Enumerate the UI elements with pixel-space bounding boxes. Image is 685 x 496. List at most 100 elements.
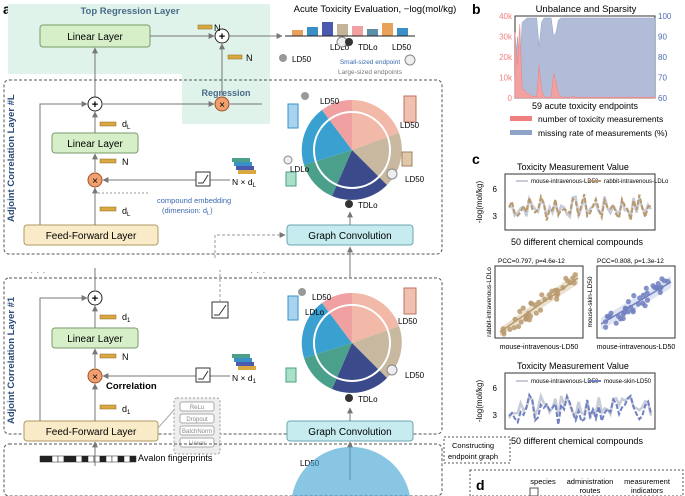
fingerprint-bit bbox=[51, 455, 59, 463]
tick-3: 3 bbox=[493, 212, 498, 221]
scatter-point bbox=[613, 320, 619, 326]
correlation-label: Correlation bbox=[106, 381, 157, 392]
residual-arrow-1 bbox=[39, 295, 88, 421]
eval-bars bbox=[292, 22, 408, 36]
ffl-part-box bbox=[179, 401, 215, 412]
mouse-icon bbox=[279, 54, 287, 62]
scatter-point bbox=[653, 285, 659, 291]
eval-bar bbox=[292, 30, 303, 36]
panel-d-frame bbox=[469, 469, 684, 496]
scatter-point bbox=[518, 319, 524, 325]
fingerprint-bit bbox=[81, 455, 89, 463]
n-label-top: N bbox=[214, 23, 221, 33]
eval-title: Acute Toxicity Evaluation, −log(mol/kg) bbox=[294, 4, 457, 15]
layer-1-linear-label: Linear Layer bbox=[67, 334, 123, 345]
bottom-legend-2: mouse-skin-LD50 bbox=[604, 379, 652, 385]
fingerprint-bit bbox=[63, 455, 71, 463]
tick-3: 3 bbox=[493, 411, 498, 420]
right-tick: 90 bbox=[658, 33, 667, 42]
scatter-point bbox=[603, 324, 609, 330]
left-tick: 30k bbox=[499, 33, 513, 42]
wheel-inner-ring bbox=[313, 111, 391, 189]
layer-L-frame bbox=[3, 79, 443, 255]
layer-1-correlation-node bbox=[87, 368, 103, 384]
panel-b-xlabel: 59 acute toxicity endpoints bbox=[532, 101, 639, 111]
d1-label-1: d1 bbox=[122, 312, 131, 324]
series-mouse-skin-ld50 bbox=[508, 392, 652, 425]
tick-6: 6 bbox=[493, 185, 498, 194]
scatter-point bbox=[659, 276, 665, 282]
right-scatter-xlabel: mouse-intravenous-LD50 bbox=[597, 344, 676, 351]
left-scatter-ylabel: rabbit-intravenous-LDLo bbox=[486, 267, 493, 337]
scatter-point bbox=[658, 284, 664, 290]
ld50-label-eval-2: LD50 bbox=[392, 43, 412, 52]
right-scatter-ylabel: mouse-skin-LD50 bbox=[587, 276, 594, 327]
ffl-part-box bbox=[179, 437, 215, 448]
right-tick: 80 bbox=[658, 53, 667, 62]
scatter-point bbox=[515, 323, 522, 330]
ffl-part-box bbox=[179, 413, 215, 424]
endpoint-cylinder bbox=[285, 367, 297, 383]
scatter-point bbox=[542, 296, 548, 302]
panel-c-top-title: Toxicity Measurement Value bbox=[517, 162, 629, 172]
stack-bar bbox=[232, 158, 250, 162]
endpoint-cylinder bbox=[287, 295, 299, 321]
fingerprint-bit bbox=[75, 455, 83, 463]
endpoint-cylinder bbox=[403, 95, 417, 123]
activation-icon bbox=[195, 367, 211, 383]
activation-curve bbox=[198, 370, 209, 380]
fingerprint-bit bbox=[39, 455, 47, 463]
routes-label-2: routes bbox=[580, 486, 601, 495]
tick-6: 6 bbox=[493, 384, 498, 393]
fingerprint-bit bbox=[87, 455, 95, 463]
ld50-label-eval-1: LD50 bbox=[292, 55, 312, 64]
scatter-point bbox=[511, 325, 517, 331]
NxdL-label-L: N × dL bbox=[232, 177, 257, 189]
scatter-point bbox=[603, 319, 609, 325]
indicators-label-1: measurement bbox=[624, 477, 671, 486]
mouse-icon bbox=[298, 288, 306, 296]
stack-bar bbox=[236, 166, 254, 170]
right-tick: 100 bbox=[658, 12, 672, 21]
ld50-label: LD50 bbox=[405, 175, 425, 184]
Nxd1-label: N × d1 bbox=[232, 373, 257, 385]
input-frame bbox=[3, 443, 443, 496]
constructing-box bbox=[443, 436, 511, 464]
tdlo-label-eval: TDLo bbox=[358, 43, 378, 52]
layer-1-ffl-label: Feed-Forward Layer bbox=[46, 427, 137, 438]
ld50-label: LD50 bbox=[320, 97, 340, 106]
legend-missing: missing rate of measurements (%) bbox=[538, 128, 668, 138]
mouse-icon bbox=[301, 92, 309, 100]
activation-icon bbox=[195, 171, 211, 187]
tdlo-label: TDLo bbox=[358, 395, 378, 404]
top-ylabel: -log(mol/kg) bbox=[475, 181, 484, 224]
fingerprint-bit bbox=[99, 455, 107, 463]
scatter-point bbox=[631, 293, 637, 299]
stacked-embeddings-1 bbox=[232, 354, 256, 370]
human-icon bbox=[345, 394, 353, 402]
embedding-bar bbox=[99, 121, 117, 127]
compound-emb-label-2: (dimension: dL) bbox=[162, 206, 213, 217]
scatter-point bbox=[571, 280, 577, 286]
eval-bar bbox=[397, 28, 408, 36]
layer-1-frame bbox=[3, 277, 443, 435]
scatter-point bbox=[628, 304, 634, 310]
multiply-symbol: × bbox=[92, 176, 98, 187]
species-label: species bbox=[530, 477, 556, 486]
stack-bar bbox=[232, 354, 250, 358]
ldlo-label: LDLo bbox=[305, 308, 325, 317]
scatter-point bbox=[640, 292, 647, 298]
layer-1-graph-conv-label: Graph Convolution bbox=[308, 427, 391, 438]
right-tick: 60 bbox=[658, 94, 667, 103]
scatter-point bbox=[520, 305, 526, 311]
measurement-count-area bbox=[514, 24, 656, 99]
constructing-label-2: endpoint graph bbox=[448, 452, 498, 461]
fingerprint-bit bbox=[123, 455, 131, 463]
detail-connector bbox=[157, 409, 175, 429]
embedding-bar bbox=[99, 206, 117, 212]
left-tick: 0 bbox=[508, 94, 513, 103]
fingerprint-bit bbox=[69, 455, 77, 463]
species-icon bbox=[529, 487, 539, 496]
